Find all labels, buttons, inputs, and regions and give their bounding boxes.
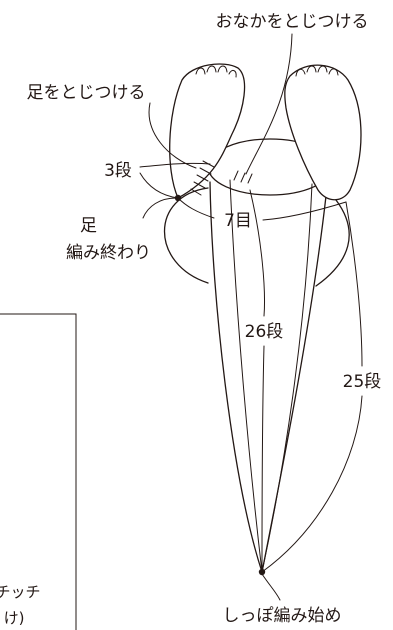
left-foot-stitches — [190, 160, 215, 196]
cutoff-text-line1: チッチ — [0, 583, 41, 601]
label-3rows: 3段 — [104, 161, 132, 181]
leader-3rows-top — [139, 162, 211, 168]
label-attach-belly: おなかをとじつける — [216, 12, 369, 32]
side-note-box — [0, 313, 77, 630]
left-foot — [169, 63, 246, 199]
label-26rows: 26段 — [245, 322, 284, 342]
left-toe-1 — [195, 67, 206, 75]
right-toe-3 — [317, 65, 328, 73]
leader-belly — [245, 33, 293, 175]
left-toe-4 — [228, 69, 237, 78]
span-7sts-left — [177, 197, 215, 219]
span-25rows-bottom — [261, 395, 363, 573]
leader-3rows-bottom — [139, 172, 179, 199]
left-toe-3 — [217, 65, 228, 73]
body-right-lobe — [315, 199, 350, 287]
right-toe-4 — [328, 68, 339, 76]
right-toe-1 — [295, 68, 306, 77]
tail-inner-line-2 — [261, 183, 313, 573]
cutoff-text-line2: け) — [4, 609, 25, 627]
label-leg-end: 編み終わり — [66, 243, 151, 263]
tail-inner-line-1 — [229, 179, 263, 573]
body-left-lobe — [163, 187, 209, 284]
label-7stitches: 7目 — [224, 211, 252, 231]
span-26rows-bottom — [261, 345, 265, 571]
belly-stitches — [233, 170, 253, 184]
leader-legs — [148, 102, 197, 169]
label-tail-start: しっぽ編み始め — [223, 606, 342, 626]
span-25rows-top — [345, 201, 363, 367]
span-7sts-right — [262, 201, 347, 221]
label-attach-legs: 足をとじつける — [27, 83, 146, 103]
leader-tail-start — [261, 573, 281, 601]
leader-leg-end — [142, 197, 177, 219]
label-leg: 足 — [80, 216, 97, 236]
span-26rows-top — [249, 189, 265, 317]
right-toe-2 — [306, 65, 317, 73]
right-foot — [284, 64, 362, 201]
left-toe-2 — [206, 65, 217, 73]
label-25rows: 25段 — [343, 372, 382, 392]
